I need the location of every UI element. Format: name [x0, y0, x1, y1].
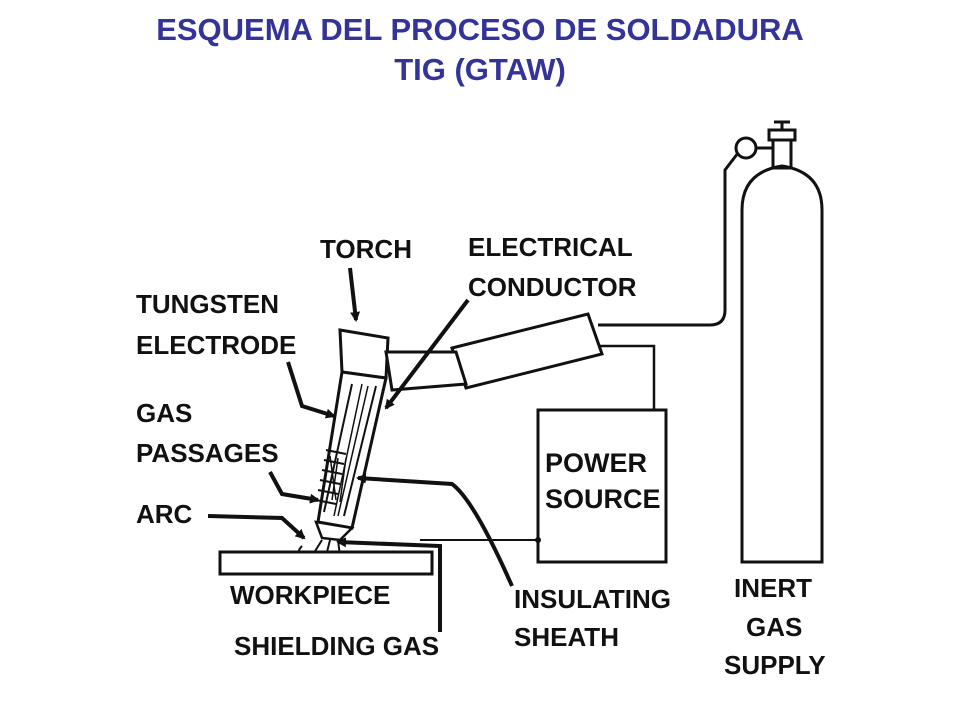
torch-body: [314, 370, 388, 542]
arrow-gas-passages: [268, 471, 320, 504]
gas-cylinder: [734, 120, 824, 564]
label-tungsten-electrode-1: TUNGSTEN: [136, 289, 279, 319]
title-line-2: TIG (GTAW): [394, 52, 566, 87]
label-shielding-gas: SHIELDING GAS: [234, 631, 439, 661]
arrow-electrical-conductor: [384, 298, 470, 410]
label-inert-gas-supply-2: GAS: [746, 612, 802, 642]
power-cable: [600, 344, 656, 428]
page-title: ESQUEMA DEL PROCESO DE SOLDADURA TIG (GT…: [0, 10, 960, 90]
label-gas-passages-2: PASSAGES: [136, 438, 279, 468]
label-workpiece: WORKPIECE: [230, 580, 390, 610]
arrow-arc: [207, 514, 306, 540]
label-inert-gas-supply-1: INERT: [734, 573, 812, 603]
leader-arrows: [207, 267, 514, 632]
label-electrical-conductor-1: ELECTRICAL: [468, 232, 633, 262]
label-inert-gas-supply-3: SUPPLY: [724, 650, 826, 680]
workpiece-plate: [218, 550, 434, 576]
label-tungsten-electrode-2: ELECTRODE: [136, 330, 296, 360]
label-arc: ARC: [136, 499, 193, 529]
label-electrical-conductor-2: CONDUCTOR: [468, 272, 637, 302]
power-source-box: [536, 408, 668, 564]
label-gas-passages-1: GAS: [136, 398, 192, 428]
title-line-1: ESQUEMA DEL PROCESO DE SOLDADURA: [156, 12, 804, 47]
arrow-torch: [348, 267, 361, 322]
arrow-insulating-sheath: [356, 473, 514, 587]
cable-connector: [450, 312, 604, 390]
label-torch: TORCH: [320, 234, 412, 264]
label-insulating-sheath-2: SHEATH: [514, 622, 619, 652]
gas-hose: [598, 152, 740, 327]
arrow-tungsten-electrode: [286, 361, 336, 419]
power-source-label-2: SOURCE: [545, 484, 661, 514]
power-source-label-1: POWER: [545, 448, 647, 478]
arrow-shielding-gas: [336, 537, 442, 632]
label-insulating-sheath-1: INSULATING: [514, 584, 671, 614]
